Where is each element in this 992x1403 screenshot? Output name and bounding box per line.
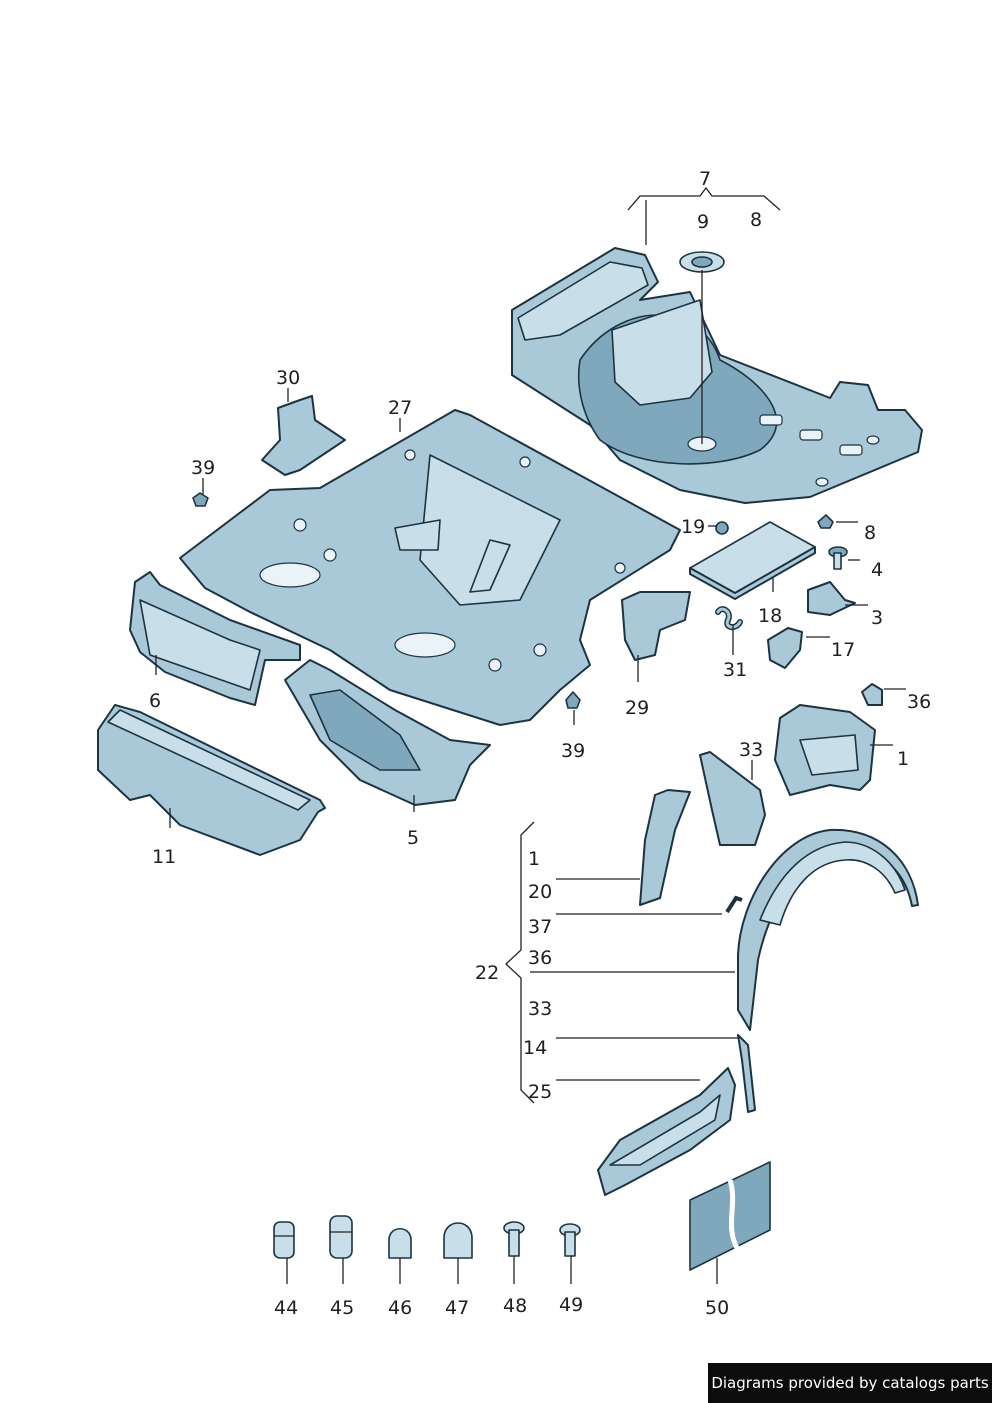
rear-floor-pan[interactable] <box>511 247 923 504</box>
clip-8[interactable] <box>817 514 834 529</box>
callout-29: 29 <box>625 697 649 719</box>
credit-banner: Diagrams provided by catalogs parts <box>708 1363 992 1403</box>
callout-39-bottom: 39 <box>561 740 585 762</box>
bracket-14[interactable] <box>737 1034 756 1113</box>
cross-member-5[interactable] <box>284 659 491 806</box>
sill-member-6[interactable] <box>129 571 301 706</box>
fastener-47[interactable] <box>443 1222 473 1259</box>
callout-44: 44 <box>274 1297 298 1319</box>
clip-39-bottom[interactable] <box>565 691 581 709</box>
nut-19[interactable] <box>715 521 729 535</box>
fastener-46[interactable] <box>388 1227 412 1259</box>
callout-7: 7 <box>699 168 711 190</box>
callout-49: 49 <box>559 1294 583 1316</box>
callout-4: 4 <box>871 559 883 581</box>
cover-panel-18[interactable] <box>689 521 816 600</box>
bracket-29[interactable] <box>621 591 691 661</box>
callout-1-group: 1 <box>528 848 540 870</box>
fastener-45[interactable] <box>329 1215 353 1259</box>
callout-6: 6 <box>149 690 161 712</box>
fastener-48[interactable] <box>503 1221 525 1257</box>
callout-20: 20 <box>528 881 552 903</box>
callout-22: 22 <box>475 962 499 984</box>
callout-9: 9 <box>697 211 709 233</box>
bolt-4[interactable] <box>828 546 848 570</box>
callout-8-top: 8 <box>750 209 762 231</box>
clip-39-left[interactable] <box>192 492 209 507</box>
callout-46: 46 <box>388 1297 412 1319</box>
callout-36-right: 36 <box>907 691 931 713</box>
reinforcement-20[interactable] <box>639 789 691 906</box>
cross-member-11[interactable] <box>97 704 326 856</box>
fastener-44[interactable] <box>273 1221 295 1259</box>
callout-17: 17 <box>831 639 855 661</box>
callout-30: 30 <box>276 367 300 389</box>
callout-19: 19 <box>681 516 705 538</box>
callout-48: 48 <box>503 1295 527 1317</box>
panel-1[interactable] <box>774 704 876 796</box>
callout-27: 27 <box>388 397 412 419</box>
callout-11: 11 <box>152 846 176 868</box>
callout-36-group: 36 <box>528 947 552 969</box>
callout-33-top: 33 <box>739 739 763 761</box>
callout-8-right: 8 <box>864 522 876 544</box>
hose-31[interactable] <box>715 606 743 630</box>
callout-1-right: 1 <box>897 748 909 770</box>
callout-45: 45 <box>330 1297 354 1319</box>
bracket-17[interactable] <box>767 627 803 669</box>
side-member-25[interactable] <box>597 1067 736 1196</box>
callout-25: 25 <box>528 1081 552 1103</box>
callout-14: 14 <box>523 1037 547 1059</box>
clip-37[interactable] <box>725 895 743 914</box>
callout-labels: 7 8 9 30 27 39 19 8 4 18 3 31 17 29 36 6… <box>149 168 931 1319</box>
callout-3: 3 <box>871 607 883 629</box>
bracket-36[interactable] <box>861 683 883 706</box>
fastener-49[interactable] <box>559 1223 581 1257</box>
wheel-housing[interactable] <box>737 828 919 1031</box>
callout-31: 31 <box>723 659 747 681</box>
insulation-pad-50[interactable] <box>689 1161 771 1271</box>
bracket-33[interactable] <box>699 751 766 846</box>
leader-lines <box>155 186 906 1284</box>
callout-37: 37 <box>528 916 552 938</box>
callout-39-left: 39 <box>191 457 215 479</box>
callout-5: 5 <box>407 827 419 849</box>
bracket-30[interactable] <box>261 395 346 476</box>
bracket-3[interactable] <box>807 581 856 616</box>
callout-18: 18 <box>758 605 782 627</box>
callout-50: 50 <box>705 1297 729 1319</box>
callout-33-group: 33 <box>528 998 552 1020</box>
callout-47: 47 <box>445 1297 469 1319</box>
spare-wheel-mount[interactable] <box>679 251 725 444</box>
front-floor-pan[interactable] <box>179 409 681 726</box>
